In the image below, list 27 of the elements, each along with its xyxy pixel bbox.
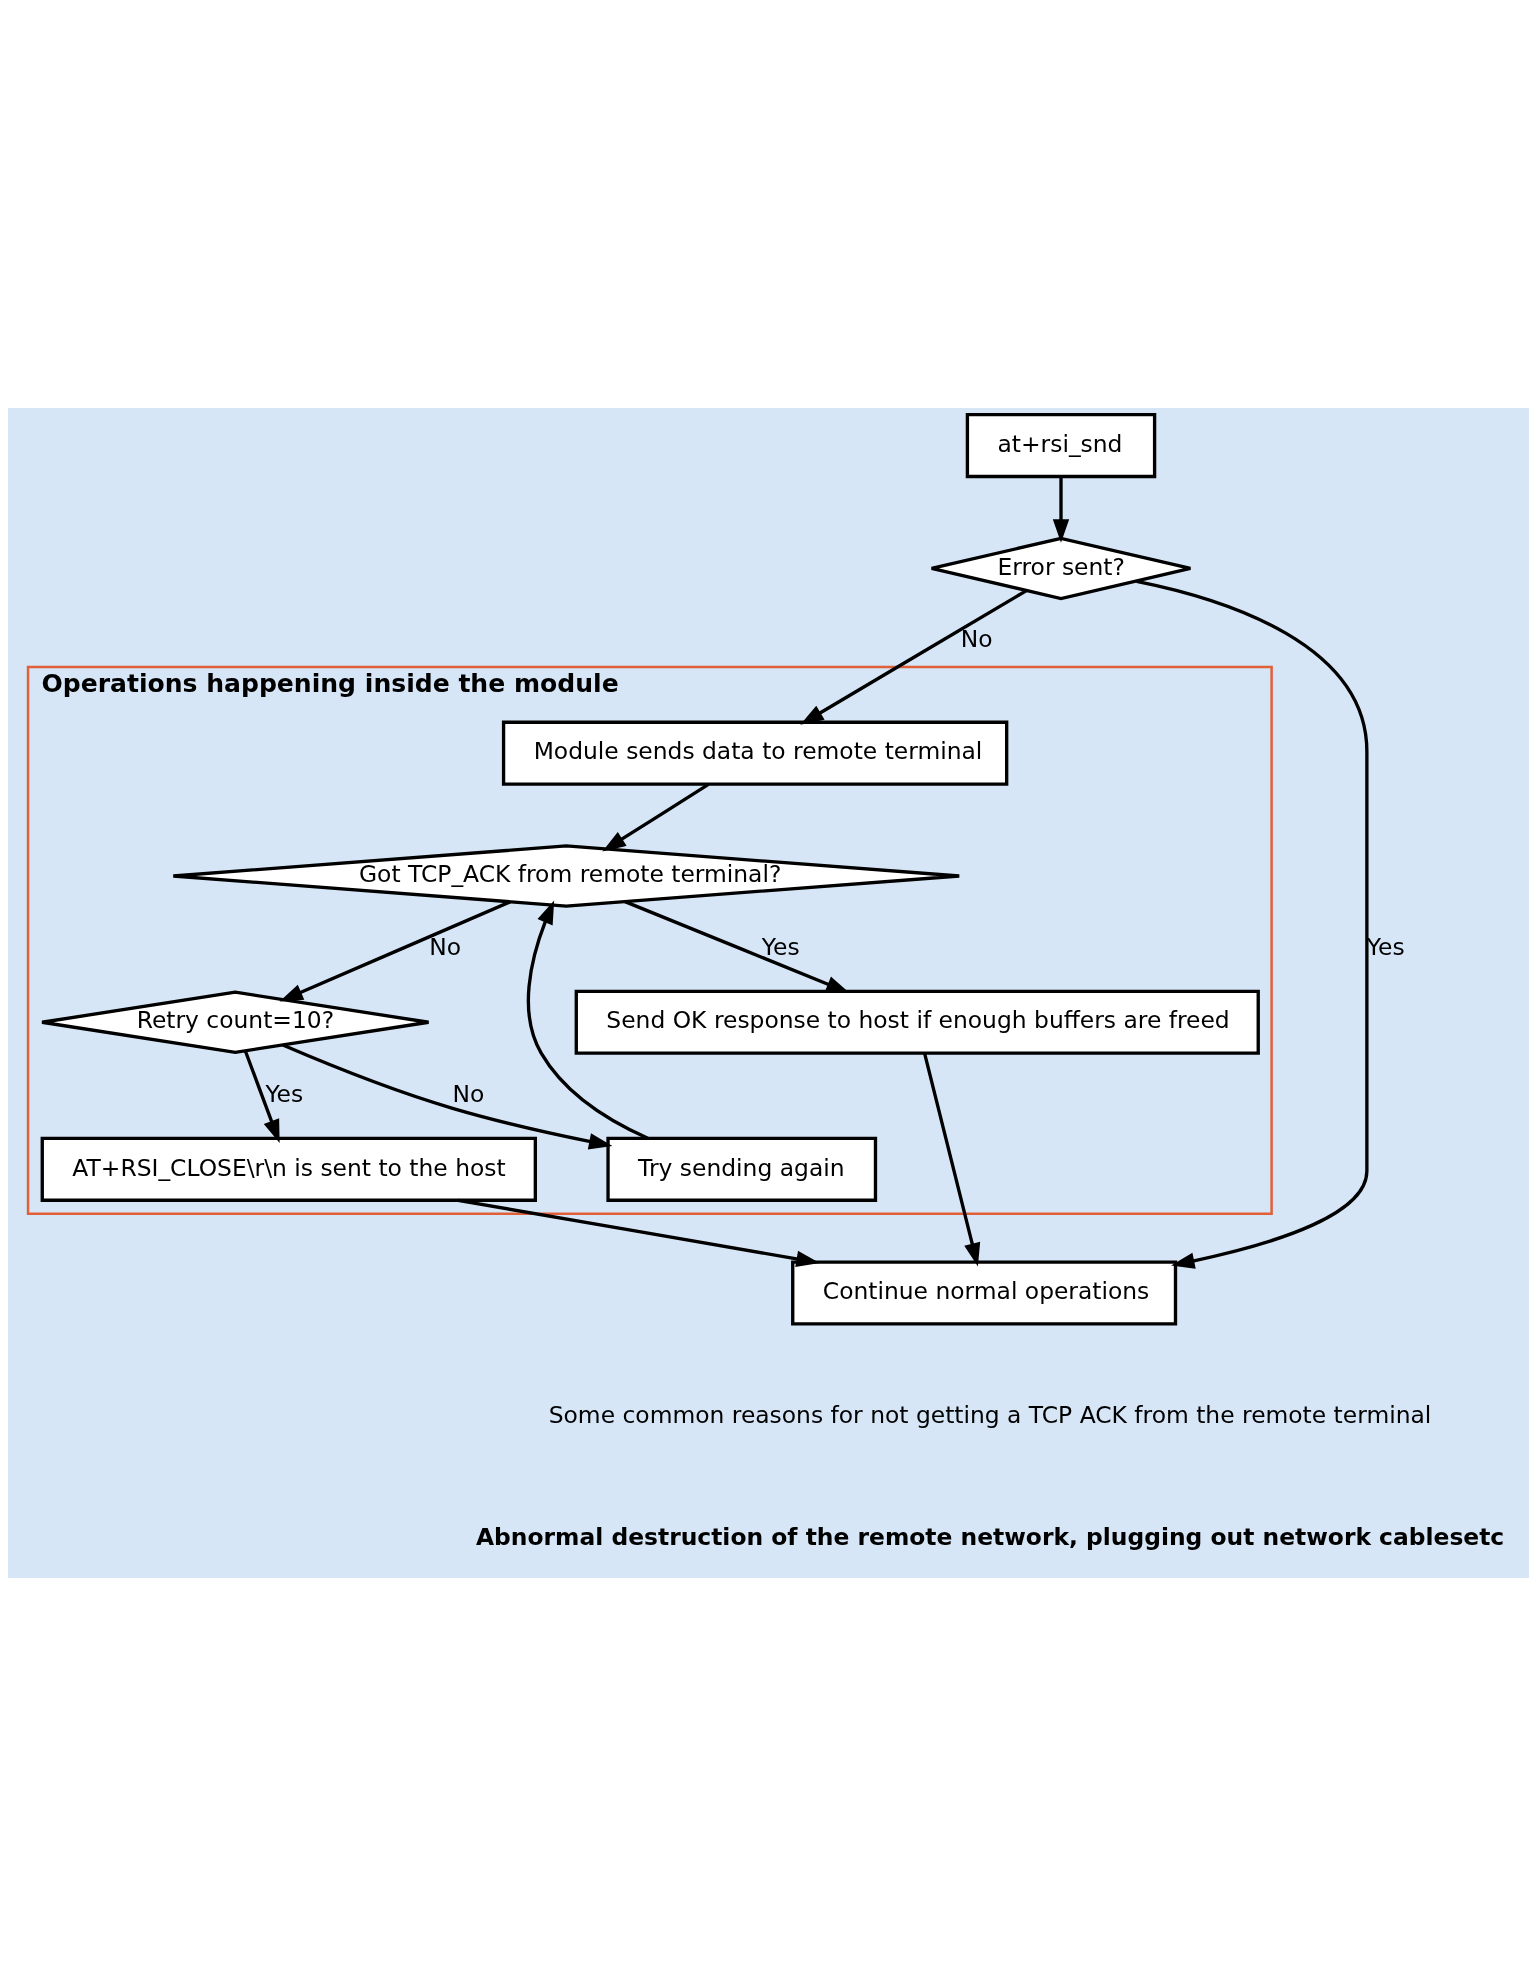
arrow <box>923 1052 981 1266</box>
edge-label: Yes <box>1366 932 1405 961</box>
arrow <box>1136 579 1369 1269</box>
label: Abnormal destruction of the remote network, plugging out network cablesetc <box>476 1522 1505 1551</box>
edge-label: No <box>452 1079 485 1108</box>
edge-label: No <box>960 624 993 653</box>
label: Some common reasons for not getting a TCP ACK from the remote terminal <box>548 1400 1432 1429</box>
arrow <box>526 900 649 1140</box>
arrow <box>282 1043 613 1149</box>
arrow <box>457 1198 820 1267</box>
arrow <box>243 1049 280 1143</box>
arrow <box>602 782 710 851</box>
node-box: Module sends data to remote terminal <box>501 720 1009 786</box>
edge-label: Yes <box>265 1079 304 1108</box>
arrow <box>800 588 1028 725</box>
node-box: Try sending again <box>606 1136 878 1202</box>
node-diamond: Retry count=10? <box>40 989 431 1054</box>
node-box: Send OK response to host if enough buffers are freed <box>574 989 1260 1055</box>
edge-label: Yes <box>761 932 800 961</box>
node-diamond: Error sent? <box>929 536 1193 600</box>
node-diamond: Got TCP_ACK from remote terminal? <box>171 843 961 908</box>
edge-label: No <box>429 932 462 961</box>
arrow <box>1052 476 1070 543</box>
node-box: AT+RSI_CLOSE\r\n is sent to the host <box>40 1136 537 1202</box>
node-box: Continue normal operations <box>791 1259 1178 1326</box>
node-box: at+rsi_snd <box>965 412 1157 478</box>
arrow <box>279 899 511 1001</box>
